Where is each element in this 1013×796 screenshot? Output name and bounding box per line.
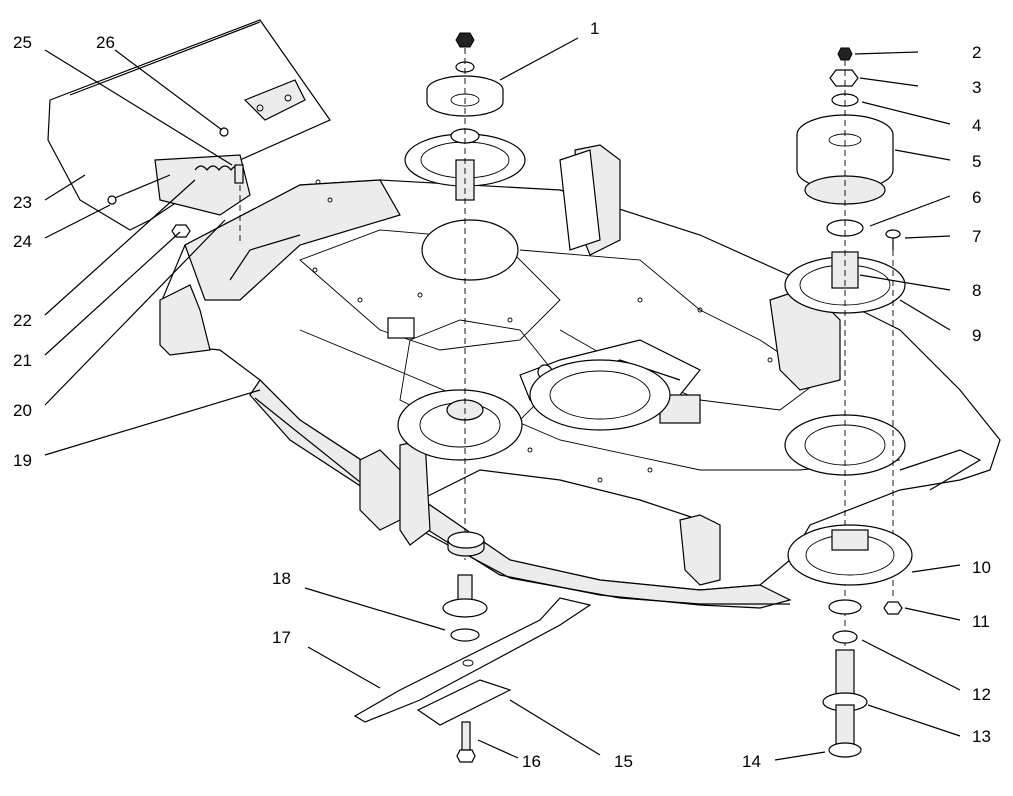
callout-13: 13 [972, 727, 991, 746]
callout-1: 1 [590, 19, 599, 38]
callout-22: 22 [13, 311, 32, 330]
callout-14: 14 [742, 752, 761, 771]
callout-10: 10 [972, 558, 991, 577]
leader-lines [44, 37, 961, 761]
callout-8: 8 [972, 281, 981, 300]
blade-assembly [353, 574, 592, 763]
callout-4: 4 [972, 116, 981, 135]
callout-11: 11 [972, 612, 990, 631]
callout-7: 7 [972, 227, 981, 246]
callout-labels: 1 2 3 4 5 6 7 8 9 10 11 12 13 14 15 16 1… [13, 19, 991, 771]
right-pulley-stack [787, 47, 913, 758]
callout-9: 9 [972, 326, 981, 345]
callout-19: 19 [13, 451, 32, 470]
callout-3: 3 [972, 78, 981, 97]
callout-18: 18 [272, 569, 291, 588]
callout-5: 5 [972, 152, 981, 171]
callout-25: 25 [13, 33, 32, 52]
callout-16: 16 [522, 752, 541, 771]
callout-12: 12 [972, 685, 991, 704]
callout-20: 20 [13, 401, 32, 420]
callout-17: 17 [272, 628, 291, 647]
callout-23: 23 [13, 193, 32, 212]
callout-6: 6 [972, 188, 981, 207]
center-spindle-housing [529, 359, 671, 431]
callout-2: 2 [972, 43, 981, 62]
callout-15: 15 [614, 752, 633, 771]
callout-21: 21 [13, 351, 32, 370]
callout-24: 24 [13, 232, 32, 251]
callout-26: 26 [96, 33, 115, 52]
left-pulley-stack [426, 32, 504, 560]
